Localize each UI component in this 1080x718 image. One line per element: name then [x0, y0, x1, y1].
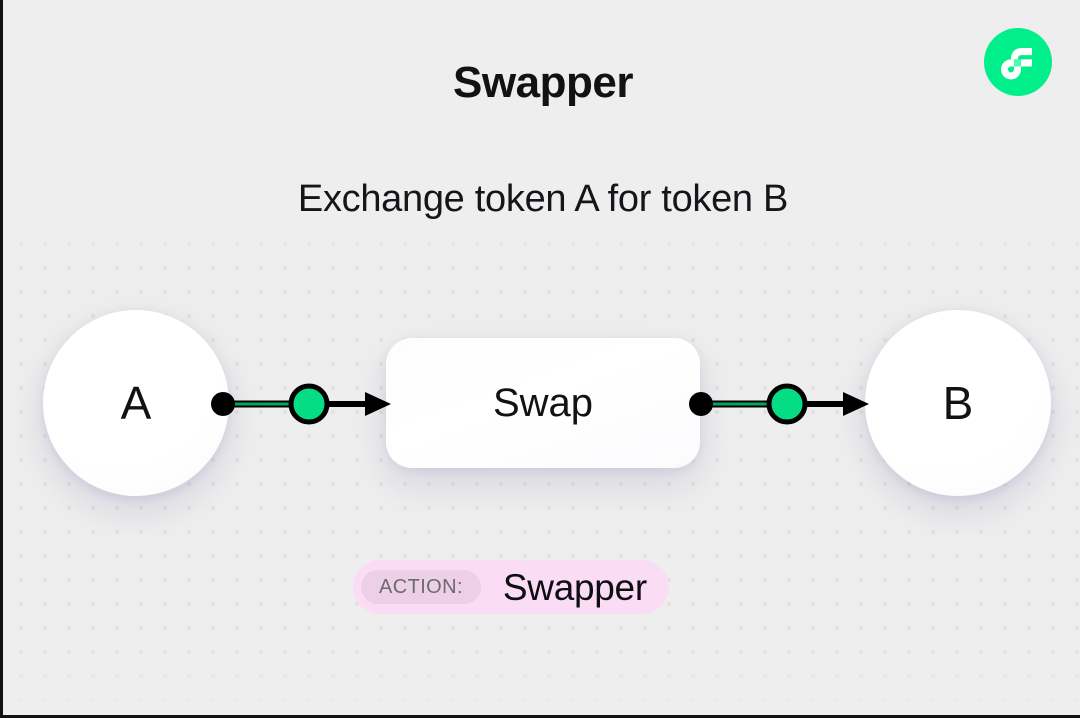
token-node-a[interactable]: A — [43, 310, 229, 496]
connector-swap-to-b — [685, 378, 871, 430]
flow-logo-icon — [984, 28, 1052, 96]
action-badge-value: Swapper — [502, 566, 647, 608]
token-node-b-label: B — [942, 377, 974, 429]
page-title: Swapper — [453, 58, 633, 107]
token-node-b[interactable]: B — [865, 310, 1051, 496]
action-badge-chip: ACTION: — [361, 570, 481, 604]
swap-node[interactable]: Swap — [386, 338, 700, 468]
token-node-a-label: A — [120, 377, 152, 429]
action-badge: ACTION: Swapper — [353, 560, 669, 614]
page-subtitle: Exchange token A for token B — [297, 178, 789, 220]
connector-a-to-swap — [207, 378, 393, 430]
swap-node-label: Swap — [492, 380, 594, 425]
